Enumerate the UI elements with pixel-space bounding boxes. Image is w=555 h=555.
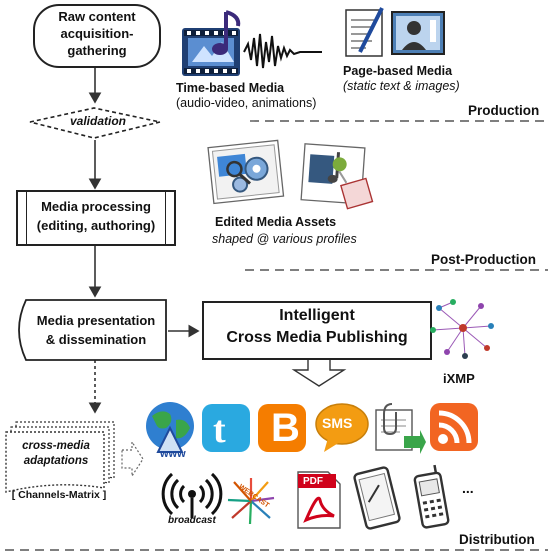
raw-content-line2: acquisition- [60,26,134,41]
sms-label: SMS [322,415,353,431]
edited-media-sub: shaped @ various profiles [212,232,357,246]
time-based-media-icon [182,10,322,76]
sms-bubble-icon [315,403,369,452]
webcast-burst-icon [227,478,275,525]
media-processing-box [16,190,176,246]
cross-media-line1: cross-media [22,440,90,452]
blogger-icon: B [258,404,306,452]
channels-matrix-label: [ Channels-Matrix ] [11,489,107,501]
page-based-media-title: Page-based Media [343,64,453,78]
raw-content-line3: gathering [67,43,127,58]
mobile-phone-icon [413,464,450,529]
pdf-document-icon [297,471,341,529]
pdf-label: PDF [303,476,323,487]
broadcast-label: broadcast [168,515,216,526]
raw-content-box [33,4,161,68]
publishing-down-arrow [291,356,347,387]
publishing-line1: Intelligent [279,307,355,324]
globe-www-icon [146,402,194,453]
raw-content-line1: Raw content [58,9,136,24]
stage-distribution: Distribution [459,532,535,547]
broadcast-antenna-icon [161,472,223,518]
stage-production: Production [468,103,540,118]
ixmp-label: iXMP [443,371,475,386]
edited-media-assets-icon [207,139,374,210]
validation-diamond [29,107,161,139]
more-channels-ellipsis: ... [462,480,474,496]
media-presentation-line2: & dissemination [45,332,147,347]
cross-media-adaptations-stack [5,421,115,493]
publishing-line2: Cross Media Publishing [226,329,408,346]
www-label: www [160,448,186,460]
page-based-media-sub: (static text & images) [343,79,460,93]
edited-media-title: Edited Media Assets [215,215,337,229]
tablet-device-icon [353,466,401,530]
page-based-media-icon [345,7,445,57]
email-attachment-icon [375,403,426,454]
media-processing-line1: Media processing [41,199,151,214]
publishing-box [202,301,432,360]
rss-icon [430,403,478,451]
cross-media-line2: adaptations [23,455,89,467]
time-based-media-sub: (audio-video, animations) [176,96,317,110]
adaptations-right-arrow [121,439,144,479]
time-based-media-title: Time-based Media [176,81,285,95]
media-processing-line2: (editing, authoring) [36,218,156,233]
validation-label: validation [69,114,126,128]
stage-post-production: Post-Production [431,252,536,267]
twitter-icon: t [202,404,250,452]
ixmp-network-icon [430,299,494,359]
media-presentation-line1: Media presentation [36,313,156,328]
media-presentation-box [18,299,167,361]
